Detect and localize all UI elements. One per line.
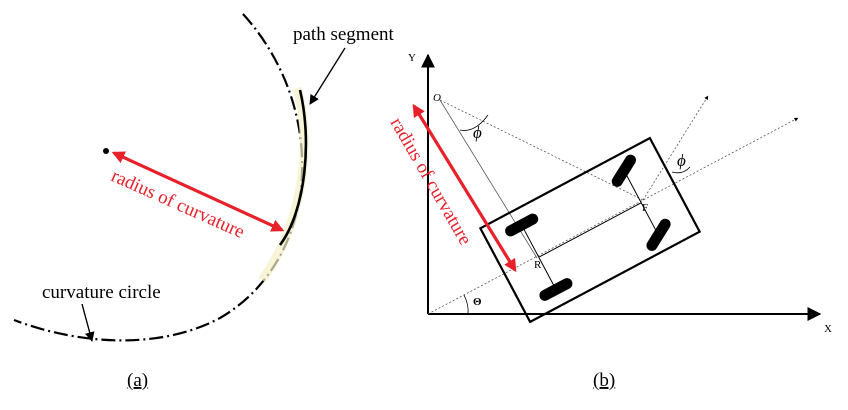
wheelbase-line: [538, 202, 642, 258]
origin-label: O: [433, 92, 441, 104]
rear-point-label: R: [534, 259, 542, 271]
radius-arrow: [111, 151, 285, 232]
phi-arc-right: [671, 166, 691, 174]
theta-label: Θ: [473, 296, 482, 308]
heading-line: [427, 117, 799, 315]
front-left-wheel: [611, 154, 637, 187]
rear-left-wheel: [505, 213, 539, 237]
radius-arrow-b: [412, 103, 517, 273]
phi-label-right: ϕ: [677, 151, 686, 170]
front-right-wheel: [646, 218, 671, 251]
steering-line: [642, 95, 709, 201]
curvature-circle-label: curvature circle: [42, 282, 161, 303]
caption-a: (a): [127, 370, 148, 391]
theta-arc: [463, 294, 469, 315]
vehicle-body: [478, 136, 702, 324]
path-segment-halo: [258, 86, 309, 283]
phi-label-top: ϕ: [473, 123, 482, 142]
path-segment-line: [278, 89, 308, 246]
path-segment-pointer: [309, 47, 346, 105]
curvature-center-dot: [103, 148, 109, 154]
caption-b: (b): [593, 370, 615, 391]
rear-axle: [521, 225, 557, 290]
front-axle: [623, 170, 659, 235]
x-axis-label: X: [824, 323, 832, 335]
y-axis-label: Y: [408, 52, 416, 64]
curvature-circle-pointer: [81, 303, 95, 342]
panel-b: Y X O ϕ ϕ Θ F R: [386, 52, 832, 391]
panel-a: radius of curvature path segment curvatu…: [13, 13, 395, 391]
path-segment-label: path segment: [293, 24, 395, 45]
front-point-label: F: [642, 202, 648, 214]
vehicle: [478, 136, 702, 324]
rear-right-wheel: [539, 278, 573, 301]
